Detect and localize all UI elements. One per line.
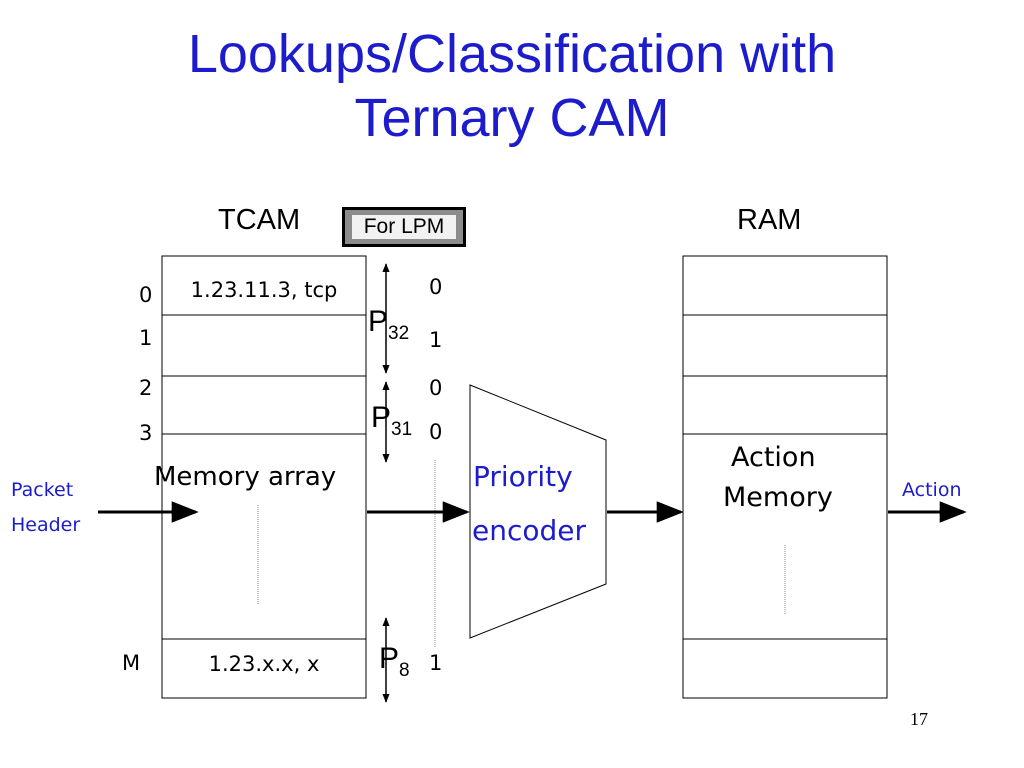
for-lpm-label: For LPM	[352, 215, 456, 239]
row-index-0: 0	[139, 283, 153, 307]
row-index-3: 3	[139, 421, 153, 445]
title-line-1: Lookups/Classification with	[187, 24, 837, 84]
packet-header-line-2: Header	[11, 514, 81, 536]
priority-label-p31: P31	[371, 401, 413, 440]
tcam-box	[161, 255, 367, 699]
memory-array-label: Memory array	[154, 462, 337, 492]
priority-label-p32: P32	[368, 305, 410, 344]
ram-box	[682, 255, 888, 699]
for-lpm-badge: For LPM	[342, 207, 466, 247]
encoder-label-line-1: Priority	[473, 460, 573, 493]
slide-number: 17	[910, 709, 928, 729]
tcam-entry-last: 1.23.x.x, x	[208, 652, 320, 676]
priority-label-p8: P8	[379, 642, 410, 681]
action-memory-line-2: Memory	[723, 482, 833, 513]
tcam-entry-first: 1.23.11.3, tcp	[190, 278, 338, 302]
match-bit-0: 0	[429, 275, 443, 299]
ram-label: RAM	[737, 204, 802, 236]
row-index-1: 1	[139, 326, 153, 350]
title-line-2: Ternary CAM	[354, 88, 670, 148]
row-index-m: M	[122, 651, 141, 675]
packet-header-line-1: Packet	[11, 479, 74, 501]
priority-encoder-shape	[469, 384, 607, 639]
slide-title: Lookups/Classification with Ternary CAM	[0, 22, 1024, 150]
tcam-label: TCAM	[218, 204, 301, 236]
action-memory-line-1: Action	[731, 442, 816, 473]
row-index-2: 2	[139, 376, 153, 400]
match-bit-2: 0	[429, 376, 443, 400]
encoder-label-line-2: encoder	[472, 514, 587, 547]
match-bit-3: 0	[429, 420, 443, 444]
match-bit-4: 1	[429, 651, 443, 675]
action-output-label: Action	[902, 479, 962, 501]
match-bit-1: 1	[429, 328, 443, 352]
